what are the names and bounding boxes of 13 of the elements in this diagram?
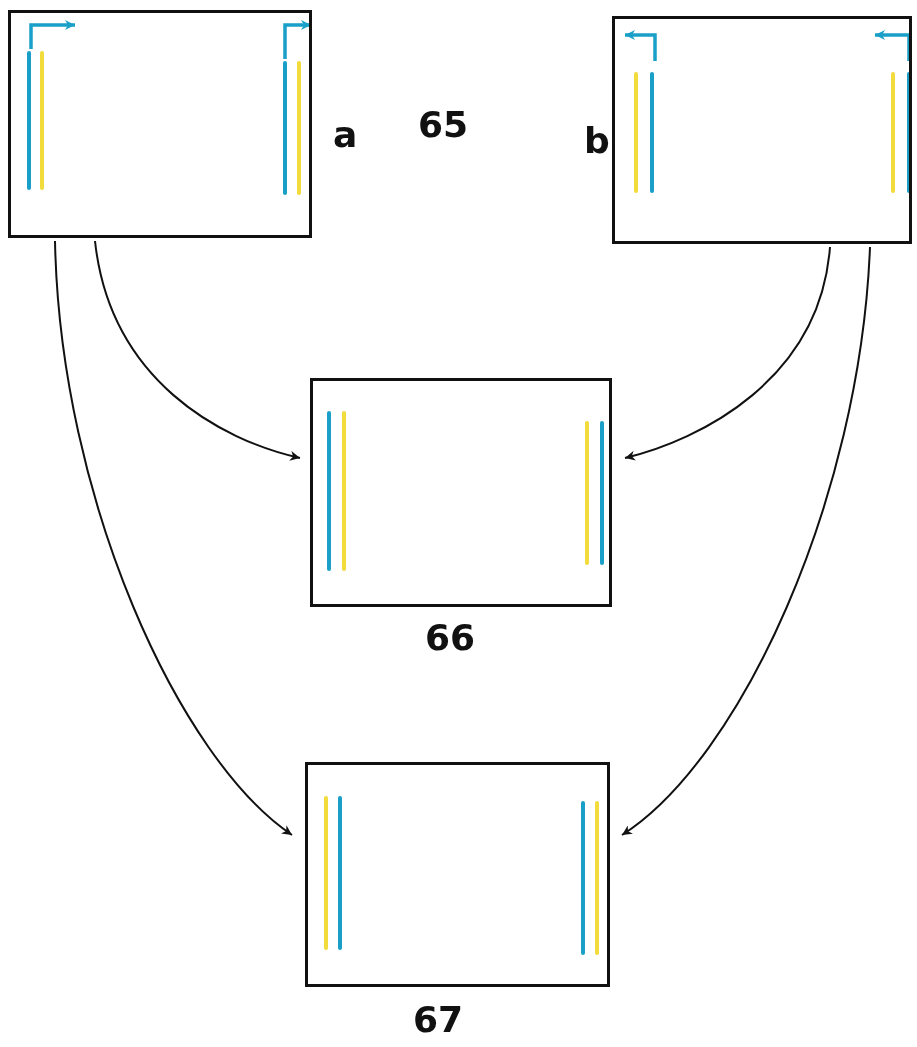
cell-frame — [612, 16, 912, 244]
curved-arrow — [624, 246, 831, 461]
cell-frame — [8, 10, 312, 238]
figure-number: 65 — [418, 105, 469, 145]
panel-letter: b — [584, 121, 610, 161]
panel-letter: a — [333, 115, 358, 155]
curved-arrow — [94, 240, 301, 461]
curved-arrow — [54, 240, 293, 836]
cell-frame — [305, 762, 610, 987]
curved-arrow — [621, 246, 871, 836]
cell-frame — [310, 378, 612, 607]
figure-number: 66 — [425, 618, 476, 658]
figure-number: 67 — [413, 1000, 464, 1040]
